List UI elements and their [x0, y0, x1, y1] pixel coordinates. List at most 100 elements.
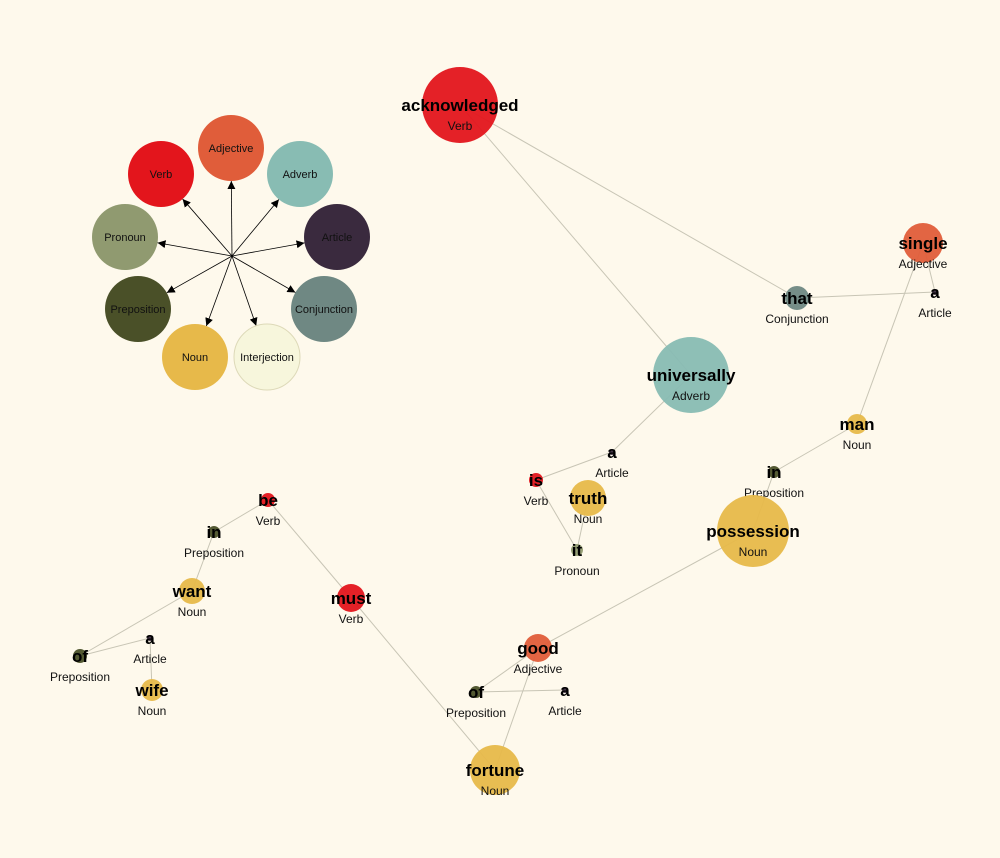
legend-arrow: [205, 255, 233, 327]
node-circle: [785, 286, 809, 310]
legend-circle: [233, 323, 301, 391]
node-word: man: [840, 415, 875, 434]
node-part-of-speech: Article: [595, 466, 629, 480]
node-part-of-speech: Article: [548, 704, 582, 718]
node-circle: [261, 493, 275, 507]
node-word: acknowledged: [401, 96, 518, 115]
legend-label: Adjective: [209, 143, 254, 155]
node-word: a: [145, 629, 155, 648]
node-word: fortune: [466, 761, 525, 780]
legend-label: Pronoun: [104, 232, 146, 244]
node-circle: [570, 480, 606, 516]
node-circle: [337, 584, 365, 612]
node-part-of-speech: Adjective: [514, 662, 563, 676]
node-part-of-speech: Article: [918, 306, 952, 320]
node-word: truth: [569, 489, 608, 508]
edge-man-in1: [773, 423, 858, 473]
legend-arrow: [182, 198, 233, 257]
node-word: single: [898, 234, 947, 253]
legend-arrow: [231, 255, 296, 293]
legend-arrow: [227, 180, 236, 257]
legend-arrow: [157, 240, 233, 257]
edge-is-it: [535, 479, 578, 551]
edge-want-of3: [79, 590, 193, 657]
legend-item-adverb: Adverb: [267, 141, 333, 207]
edge-possession-good: [537, 530, 754, 649]
node-word: is: [529, 471, 543, 490]
node-word: of: [468, 683, 484, 702]
edge-acknowledged-that: [459, 104, 798, 299]
node-word: in: [766, 463, 781, 482]
edge-be-in2: [213, 499, 269, 533]
legend-item-noun: Noun: [162, 324, 228, 390]
legend-arrow: [231, 199, 280, 257]
node-part-of-speech: Noun: [138, 704, 167, 718]
legend-item-adjective: Adjective: [198, 115, 264, 181]
node-part-of-speech: Preposition: [446, 706, 506, 720]
node-circle: [470, 745, 520, 795]
node-circle: [141, 679, 163, 701]
node-circle: [903, 223, 943, 263]
edge-must-be: [267, 499, 352, 599]
node-circle: [653, 337, 729, 413]
node-part-of-speech: Noun: [739, 545, 768, 559]
edge-single-man: [856, 242, 924, 425]
node-word: must: [331, 589, 372, 608]
legend-circle: [304, 204, 370, 270]
edge-fortune-must: [350, 597, 496, 771]
legend-label: Article: [322, 232, 353, 244]
legend-circle: [92, 204, 158, 270]
node-word: of: [72, 647, 88, 666]
node-circle: [470, 686, 482, 698]
legend-circle: [267, 141, 333, 207]
node-part-of-speech: Preposition: [50, 670, 110, 684]
node-word: a: [560, 681, 570, 700]
node-circle: [717, 495, 789, 567]
node-word: want: [172, 582, 212, 601]
node-part-of-speech: Preposition: [184, 546, 244, 560]
node-circle: [524, 634, 552, 662]
node-part-of-speech: Pronoun: [554, 564, 599, 578]
node-part-of-speech: Noun: [178, 605, 207, 619]
node-part-of-speech: Verb: [448, 119, 473, 133]
legend-item-conjunction: Conjunction: [291, 276, 357, 342]
edge-that-a1: [796, 291, 936, 299]
node-word: that: [781, 289, 813, 308]
legend-label: Conjunction: [295, 304, 353, 316]
node-circle: [179, 578, 205, 604]
node-part-of-speech: Verb: [256, 514, 281, 528]
node-word: wife: [134, 681, 168, 700]
node-word: possession: [706, 522, 800, 541]
node-circle: [847, 414, 867, 434]
node-circle: [147, 635, 153, 641]
node-circle: [562, 687, 568, 693]
node-word: a: [930, 283, 940, 302]
legend-label: Interjection: [240, 352, 294, 364]
node-circle: [529, 473, 543, 487]
legend-label: Noun: [182, 352, 208, 364]
